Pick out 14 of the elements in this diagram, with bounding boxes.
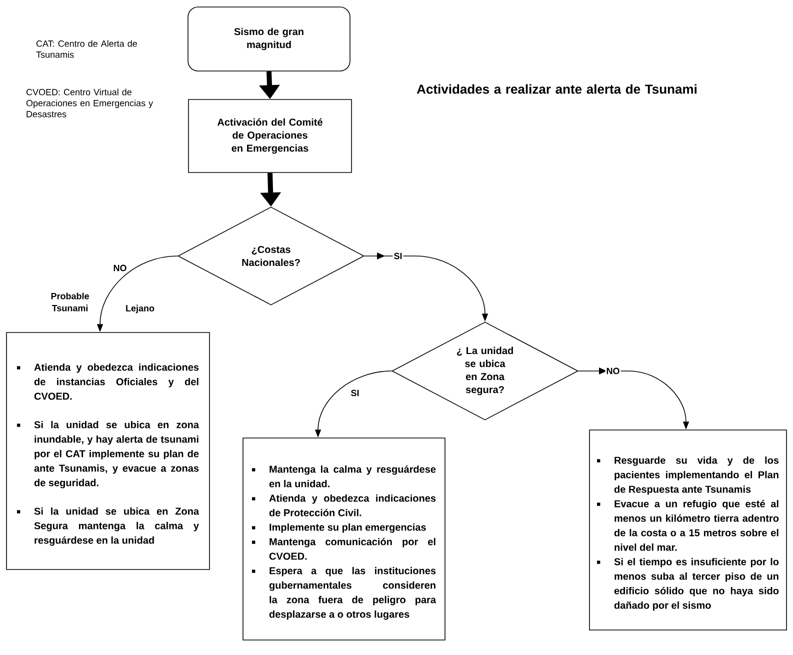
note-text: CAT: Centro de Alerta de Tsunamis	[36, 40, 137, 58]
note-text: CVOED: Centro Virtual de Operaciones en Emergencias y Desastres	[26, 88, 154, 118]
edge-label: NO	[112, 264, 128, 272]
action-box: Resguarde su vida y de los pacientes implementando el Plan de Respuesta ante Tsunamis Evacue a un refugio que esté al menos un kilómetro tierra adentro de la costa o a 15 metros sobre el nivel del mar. Si el tiempo es insuficiente por lo menos suba al tercer piso de un edificio sólido que no haya sido dañado por el sismo	[589, 430, 787, 630]
title: Actividades a realizar ante alerta de Tsunami	[416, 84, 696, 94]
action-box: Atienda y obedezca indicaciones de instancias Oficiales y del CVOED. Si la unidad se ubica en zona inundable, y hay alerta de tsunami por el CAT implemente su plan de ante Tsunamis, y evacue a zonas de seguridad. Si la unidad se ubica en Zona Segura mantenga la calma y resguárdese en la unidad	[6, 332, 210, 570]
action-box: Mantenga la calma y resguárdese en la unidad. Atienda y obedezca indicaciones de Protección Civil. Implemente su plan emergencias Mantenga comunicación por el CVOED. Espera a que las instituciones gubernamentales consideren la zona fuera de peligro para desplazarse a o otros lugares	[242, 438, 446, 640]
branch-label: Probable Tsunami	[51, 292, 89, 312]
edge-label: SI	[392, 252, 404, 260]
edge-label: SI	[350, 388, 360, 398]
start-box: Sismo de gran magnitud	[188, 6, 350, 72]
edge-label: NO	[605, 366, 621, 376]
process-box: Activación del Comité de Operaciones en Emergencias	[188, 99, 352, 173]
branch-label: Lejano	[126, 304, 154, 314]
